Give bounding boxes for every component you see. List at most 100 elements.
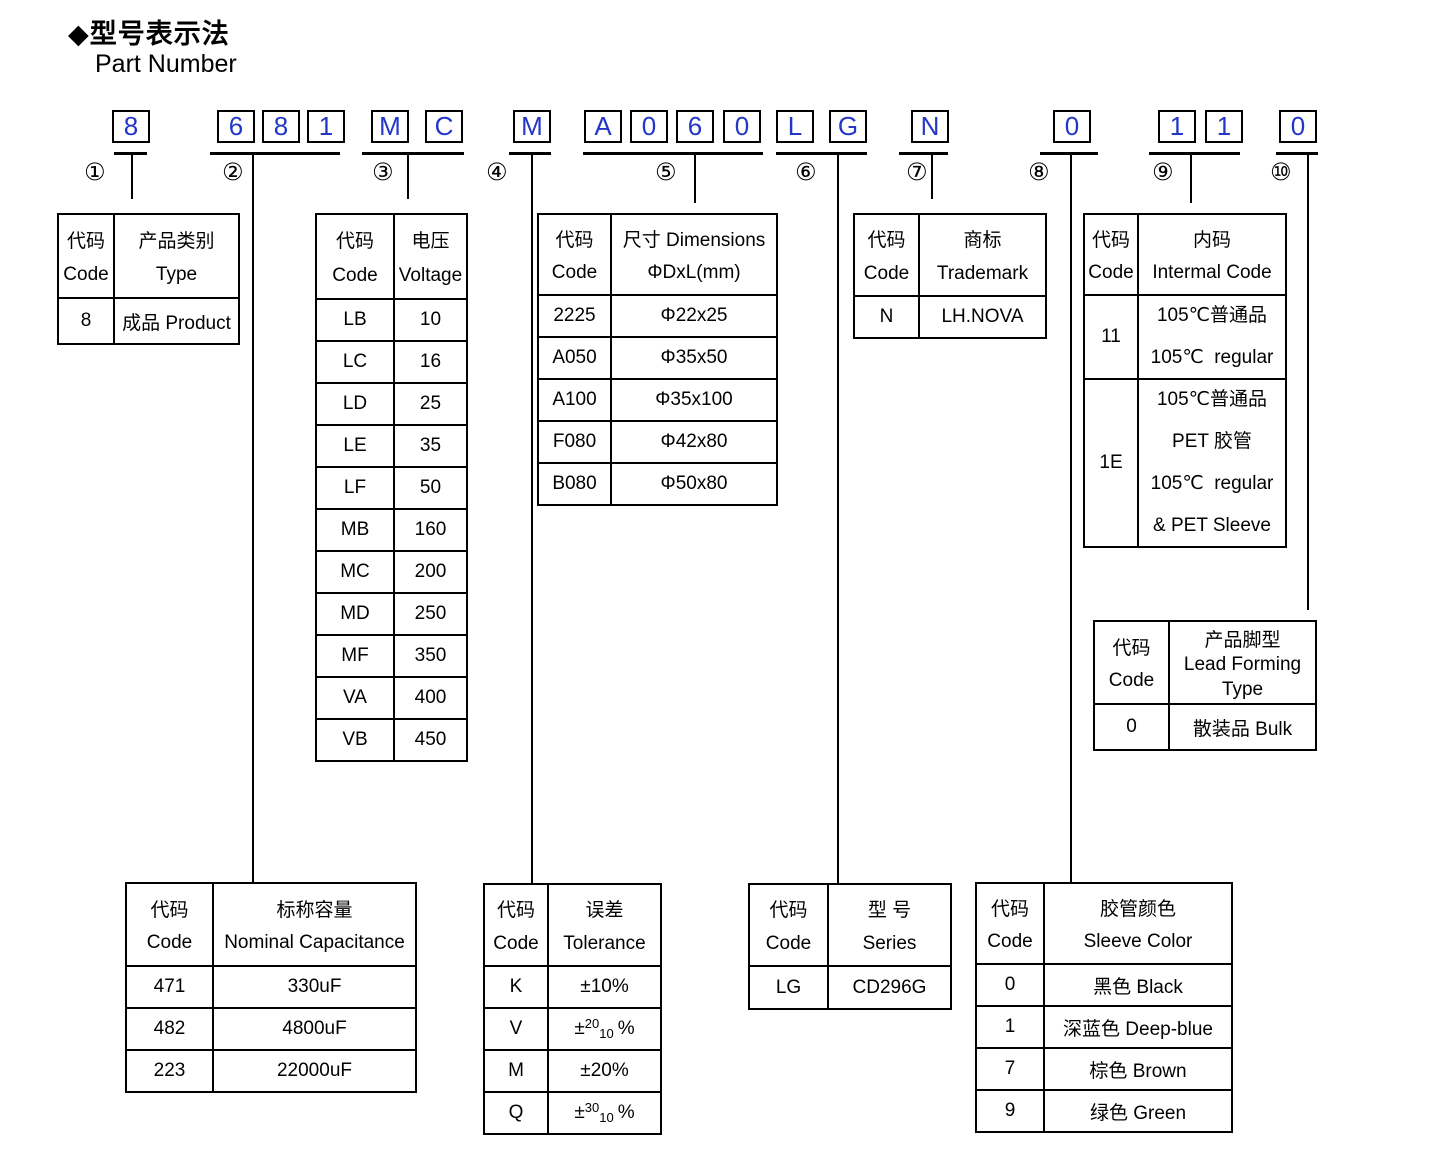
pn-box: M (371, 110, 409, 143)
pn-box: 0 (1053, 110, 1091, 143)
header-code-en: Code (1088, 262, 1134, 283)
header-col2-en: Trademark (936, 262, 1029, 284)
circle-number-7: ⑦ (906, 159, 928, 186)
pn-group-underline (509, 152, 551, 155)
header-col2-en: Sleeve Color (1083, 931, 1193, 952)
cell-value: 散装品 Bulk (1192, 718, 1293, 740)
cell-code: 0 (1126, 716, 1137, 737)
cell-value: 25 (419, 393, 442, 414)
table-row: 482 4800uF (127, 1007, 415, 1049)
pn-box: N (911, 110, 949, 143)
pn-box: 0 (723, 110, 761, 143)
header-col2-zh: 胶管颜色 (1099, 899, 1176, 920)
circle-number-3: ③ (372, 159, 394, 186)
connector-line-3 (407, 155, 409, 199)
pn-box: 1 (1205, 110, 1243, 143)
header-col2-en: Type (155, 264, 198, 285)
table-header-row: 代码 Code 胶管颜色 Sleeve Color (977, 884, 1231, 963)
pn-box: M (513, 110, 551, 143)
cell-code: LF (343, 477, 367, 498)
cell-value: 450 (414, 729, 447, 750)
cell-value: 黑色 Black (1093, 976, 1183, 998)
table-row: VB 450 (317, 718, 466, 760)
cell-code: MF (341, 645, 369, 666)
cell-code: 482 (153, 1018, 186, 1039)
cell-code: MB (340, 519, 370, 540)
table-header-row: 代码 Code 误差 Tolerance (485, 885, 660, 965)
cell-code: LC (342, 351, 368, 372)
header-col2-en: Lead Forming (1183, 654, 1302, 675)
circle-number-8: ⑧ (1028, 159, 1050, 186)
header-code-zh: 代码 (1091, 230, 1130, 251)
table-row: LF 50 (317, 466, 466, 508)
circle-number-5: ⑤ (655, 159, 677, 186)
cell-code: B080 (552, 473, 597, 494)
cell-value-line: 105℃普通品 (1156, 305, 1268, 326)
cell-value: 棕色 Brown (1089, 1060, 1187, 1082)
table-header-row: 代码 Code 产品类别 Type (59, 215, 238, 297)
table-header-row: 代码 Code 商标 Trademark (855, 215, 1045, 295)
header-code-zh: 代码 (150, 899, 189, 921)
series-table: 代码 Code 型 号 Series LG CD296G (748, 883, 952, 1010)
table-row: LG CD296G (750, 965, 950, 1008)
cell-code: Q (508, 1102, 524, 1123)
cell-code: 223 (153, 1060, 186, 1081)
table-header-row: 代码 Code 尺寸 Dimensions ΦDxL(mm) (539, 215, 776, 294)
circle-number-6: ⑥ (795, 159, 817, 186)
header-code-en: Code (493, 932, 539, 954)
dimensions-table: 代码 Code 尺寸 Dimensions ΦDxL(mm) 2225 Φ22x… (537, 213, 778, 506)
voltage-table: 代码 Code 电压 Voltage LB 10 LC 16 LD 25 LE … (315, 213, 468, 762)
table-row: MD 250 (317, 592, 466, 634)
circle-number-4: ④ (486, 159, 508, 186)
tolerance-value: ±10% (580, 976, 629, 997)
tolerance-pct: % (617, 1018, 635, 1039)
pn-group-underline (776, 152, 867, 155)
pn-group-underline (362, 152, 464, 155)
table-header-row: 代码 Code 电压 Voltage (317, 215, 466, 298)
table-row: 8 成品 Product (59, 297, 238, 343)
page-title-en: Part Number (95, 50, 237, 78)
cell-code: MC (340, 561, 370, 582)
table-row: 11 105℃普通品 105℃ regular (1085, 294, 1285, 378)
header-col2-zh: 电压 (411, 231, 450, 253)
table-row: N LH.NOVA (855, 295, 1045, 337)
cell-value: 330uF (287, 976, 342, 997)
tolerance-sup: 20 (584, 1016, 600, 1031)
table-row: LE 35 (317, 424, 466, 466)
cell-value: 成品 Product (122, 312, 231, 334)
tolerance-value: ± (574, 1018, 585, 1039)
connector-line-6 (837, 155, 839, 883)
table-header-row: 代码 Code 产品脚型 Lead Forming Type (1095, 622, 1315, 703)
table-row: A100 Φ35x100 (539, 378, 776, 420)
pn-box: 1 (1158, 110, 1196, 143)
tolerance-value: ±20% (580, 1060, 629, 1081)
header-col2-zh: 型 号 (867, 900, 912, 922)
table-row: 7 棕色 Brown (977, 1047, 1231, 1089)
pn-box: 8 (112, 110, 150, 143)
pn-group-underline (1276, 152, 1318, 155)
cell-code: LB (343, 309, 367, 330)
cell-value: Φ22x25 (660, 305, 728, 326)
pn-box: 6 (217, 110, 255, 143)
cell-code: N (879, 306, 894, 327)
table-row: 2225 Φ22x25 (539, 294, 776, 336)
table-row: 1 深蓝色 Deep-blue (977, 1005, 1231, 1047)
header-col2-en: Voltage (398, 264, 463, 286)
header-code-zh: 代码 (867, 230, 906, 252)
header-col2-en2: Type (1221, 678, 1264, 700)
cell-value: 绿色 Green (1089, 1102, 1187, 1124)
connector-line-2 (252, 155, 254, 882)
connector-line-8 (1070, 155, 1072, 882)
cell-code: VA (343, 687, 367, 708)
header-code-zh: 代码 (66, 231, 105, 252)
cell-value-line: 105℃ regular (1150, 347, 1274, 368)
pn-box: 0 (630, 110, 668, 143)
cell-value: 350 (414, 645, 447, 666)
table-row: 1E 105℃普通品 PET 胶管 105℃ regular & PET Sle… (1085, 378, 1285, 546)
table-row: 223 22000uF (127, 1049, 415, 1091)
pn-group-underline (899, 152, 948, 155)
cell-value: 深蓝色 Deep-blue (1063, 1018, 1213, 1040)
table-row: K ±10% (485, 965, 660, 1007)
cell-value: 22000uF (276, 1060, 352, 1081)
